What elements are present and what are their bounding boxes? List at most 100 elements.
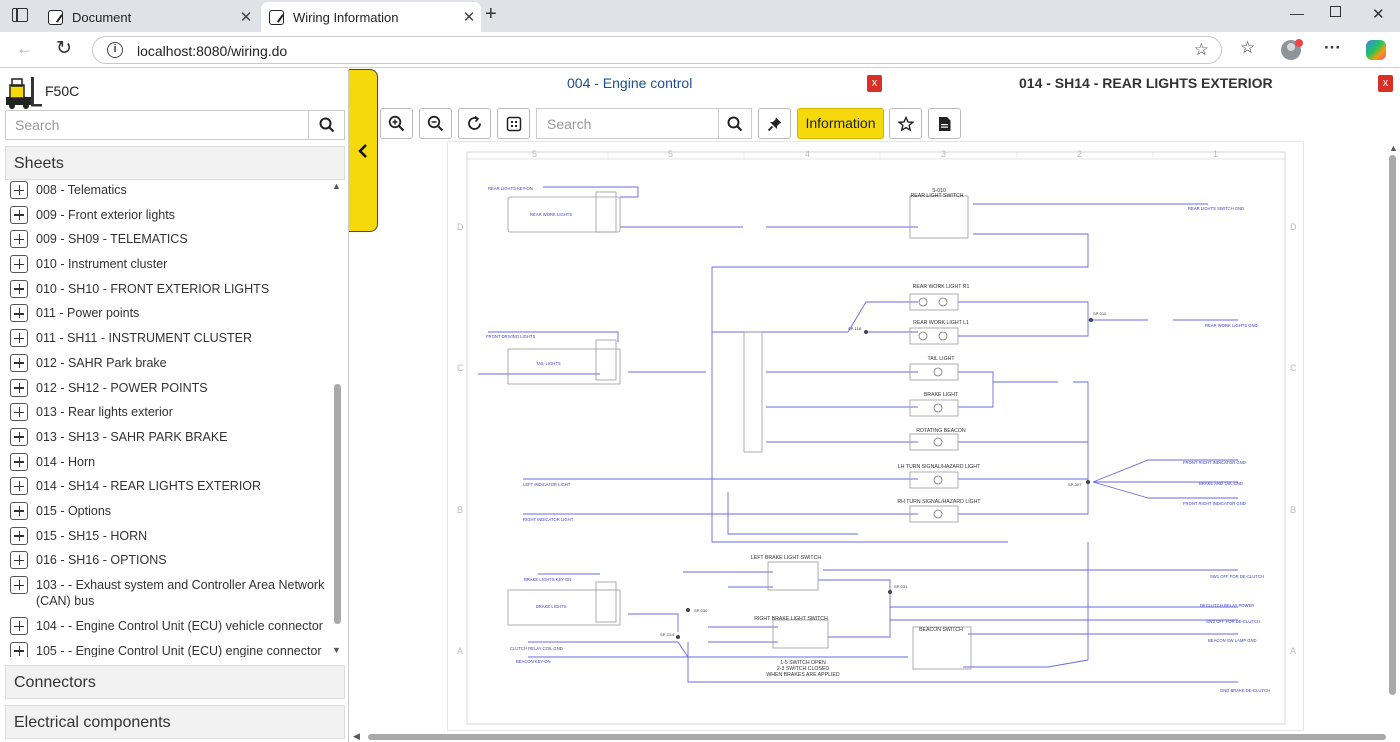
- list-item[interactable]: 013 - SH13 - SAHR PARK BRAKE: [5, 426, 332, 451]
- reload-icon[interactable]: ↻: [56, 38, 72, 59]
- diagram-label: RIGHT INDICATOR LIGHT: [523, 517, 574, 522]
- expand-plus-icon[interactable]: [10, 353, 28, 372]
- doc-tab-rear-lights[interactable]: 014 - SH14 - REAR LIGHTS EXTERIOR: [1019, 75, 1273, 91]
- expand-plus-icon[interactable]: [10, 181, 28, 199]
- connectors-header[interactable]: Connectors: [5, 665, 345, 699]
- copilot-icon[interactable]: [1366, 40, 1386, 60]
- site-info-icon[interactable]: i: [107, 42, 123, 58]
- zoom-in-button[interactable]: [380, 108, 413, 139]
- minimize-icon[interactable]: —: [1290, 5, 1304, 21]
- bookmark-button[interactable]: [889, 108, 922, 139]
- expand-plus-icon[interactable]: [10, 526, 28, 545]
- back-arrow-icon[interactable]: ←: [16, 39, 33, 58]
- list-item[interactable]: 009 - SH09 - TELEMATICS: [5, 228, 332, 253]
- browser-tab-title: Wiring Information: [293, 9, 399, 25]
- favorite-star-icon[interactable]: ☆: [1193, 40, 1209, 59]
- list-item[interactable]: 016 - SH16 - OPTIONS: [5, 549, 332, 574]
- list-item[interactable]: 011 - SH11 - INSTRUMENT CLUSTER: [5, 327, 332, 352]
- browser-tab-title: Document: [72, 9, 132, 25]
- expand-plus-icon[interactable]: [10, 329, 28, 348]
- information-button[interactable]: Information: [797, 108, 884, 139]
- list-item[interactable]: 015 - SH15 - HORN: [5, 525, 332, 550]
- zoom-out-button[interactable]: [419, 108, 452, 139]
- diagram-search-button[interactable]: [718, 108, 752, 139]
- close-tab-icon[interactable]: ✕: [462, 9, 476, 26]
- browser-tab-wiring[interactable]: Wiring Information ✕: [261, 2, 481, 32]
- more-menu-icon[interactable]: ···: [1324, 38, 1341, 57]
- list-item[interactable]: 104 - - Engine Control Unit (ECU) vehicl…: [5, 615, 332, 640]
- row-label: C: [457, 363, 464, 373]
- save-document-button[interactable]: [928, 108, 961, 139]
- expand-plus-icon[interactable]: [10, 279, 28, 298]
- close-tab-icon[interactable]: ✕: [239, 9, 253, 26]
- expand-plus-icon[interactable]: [10, 641, 28, 657]
- sheet-search-input[interactable]: [5, 110, 309, 140]
- list-item[interactable]: 010 - Instrument cluster: [5, 253, 332, 278]
- doc-tab-engine-control[interactable]: 004 - Engine control: [567, 75, 693, 91]
- diagram-horizontal-scrollbar[interactable]: ◀: [350, 731, 1387, 742]
- expand-plus-icon[interactable]: [10, 551, 28, 570]
- favorites-icon[interactable]: ☆: [1240, 38, 1256, 57]
- close-doc-tab-button[interactable]: x: [1378, 75, 1393, 92]
- list-item[interactable]: 012 - SH12 - POWER POINTS: [5, 377, 332, 402]
- list-item[interactable]: 010 - SH10 - FRONT EXTERIOR LIGHTS: [5, 278, 332, 303]
- pin-button[interactable]: [758, 108, 791, 139]
- fit-page-button[interactable]: [497, 108, 530, 139]
- expand-plus-icon[interactable]: [10, 255, 28, 274]
- list-item[interactable]: 008 - Telematics: [5, 179, 332, 204]
- scroll-down-icon[interactable]: ▼: [332, 645, 341, 655]
- expand-plus-icon[interactable]: [10, 304, 28, 323]
- scrollbar-thumb[interactable]: [1389, 155, 1396, 695]
- electrical-components-header[interactable]: Electrical components: [5, 705, 345, 739]
- scrollbar-thumb[interactable]: [334, 384, 341, 624]
- expand-plus-icon[interactable]: [10, 501, 28, 520]
- wiring-diagram[interactable]: 5 5 4 3 2 1 D C B A D C B A: [448, 142, 1305, 732]
- diagram-label: 1-5 SWITCH OPEN: [780, 660, 826, 666]
- expand-plus-icon[interactable]: [10, 477, 28, 496]
- list-item[interactable]: 013 - Rear lights exterior: [5, 401, 332, 426]
- forklift-logo-icon: [6, 77, 42, 109]
- diagram-search-input[interactable]: [536, 108, 719, 139]
- list-item[interactable]: 012 - SAHR Park brake: [5, 352, 332, 377]
- wiring-diagram-viewport[interactable]: 5 5 4 3 2 1 D C B A D C B A: [447, 141, 1304, 731]
- scroll-left-icon[interactable]: ◀: [353, 731, 360, 741]
- list-item[interactable]: 105 - - Engine Control Unit (ECU) engine…: [5, 640, 332, 657]
- list-item[interactable]: 011 - Power points: [5, 302, 332, 327]
- expand-plus-icon[interactable]: [10, 403, 28, 422]
- diagram-label: WHEN BRAKES ARE APPLIED: [766, 672, 839, 678]
- expand-plus-icon[interactable]: [10, 205, 28, 224]
- maximize-icon[interactable]: [1330, 6, 1341, 17]
- collapse-sidebar-button[interactable]: [349, 69, 378, 232]
- sheet-list-scrollbar[interactable]: ▲ ▼: [331, 181, 343, 656]
- expand-plus-icon[interactable]: [10, 617, 28, 635]
- browser-tab-document[interactable]: Document ✕: [40, 2, 258, 32]
- list-item[interactable]: 009 - Front exterior lights: [5, 204, 332, 229]
- close-doc-tab-button[interactable]: x: [867, 75, 882, 92]
- scrollbar-thumb[interactable]: [368, 734, 1386, 740]
- scroll-up-icon[interactable]: ▲: [332, 181, 341, 191]
- expand-plus-icon[interactable]: [10, 230, 28, 249]
- list-item[interactable]: 014 - SH14 - REAR LIGHTS EXTERIOR: [5, 475, 332, 500]
- diagram-label: BRAKE LIGHT: [924, 392, 959, 398]
- scroll-up-icon[interactable]: ▲: [1389, 143, 1398, 153]
- diagram-label: LEFT INDICATOR LIGHT: [523, 482, 571, 487]
- expand-plus-icon[interactable]: [10, 378, 28, 397]
- list-item[interactable]: 014 - Horn: [5, 451, 332, 476]
- diagram-vertical-scrollbar[interactable]: ▲: [1387, 141, 1399, 731]
- expand-plus-icon[interactable]: [10, 427, 28, 446]
- url-field[interactable]: i localhost:8080/wiring.do ☆: [92, 36, 1222, 64]
- window-menu-icon[interactable]: [12, 8, 28, 22]
- list-item[interactable]: 015 - Options: [5, 500, 332, 525]
- sheets-header[interactable]: Sheets: [5, 146, 345, 180]
- diagram-label: FRONT RIGHT INDICATOR GND: [1183, 501, 1246, 506]
- row-label: D: [457, 222, 464, 232]
- new-tab-icon[interactable]: +: [485, 3, 497, 25]
- list-item[interactable]: 103 - - Exhaust system and Controller Ar…: [5, 574, 332, 615]
- sheet-search-button[interactable]: [308, 110, 345, 140]
- close-window-icon[interactable]: ✕: [1372, 6, 1385, 23]
- row-label: B: [1290, 505, 1296, 515]
- diagram-label: 2-3 SWITCH CLOSED: [777, 666, 829, 672]
- reset-view-button[interactable]: [458, 108, 491, 139]
- expand-plus-icon[interactable]: [10, 452, 28, 471]
- expand-plus-icon[interactable]: [10, 576, 28, 594]
